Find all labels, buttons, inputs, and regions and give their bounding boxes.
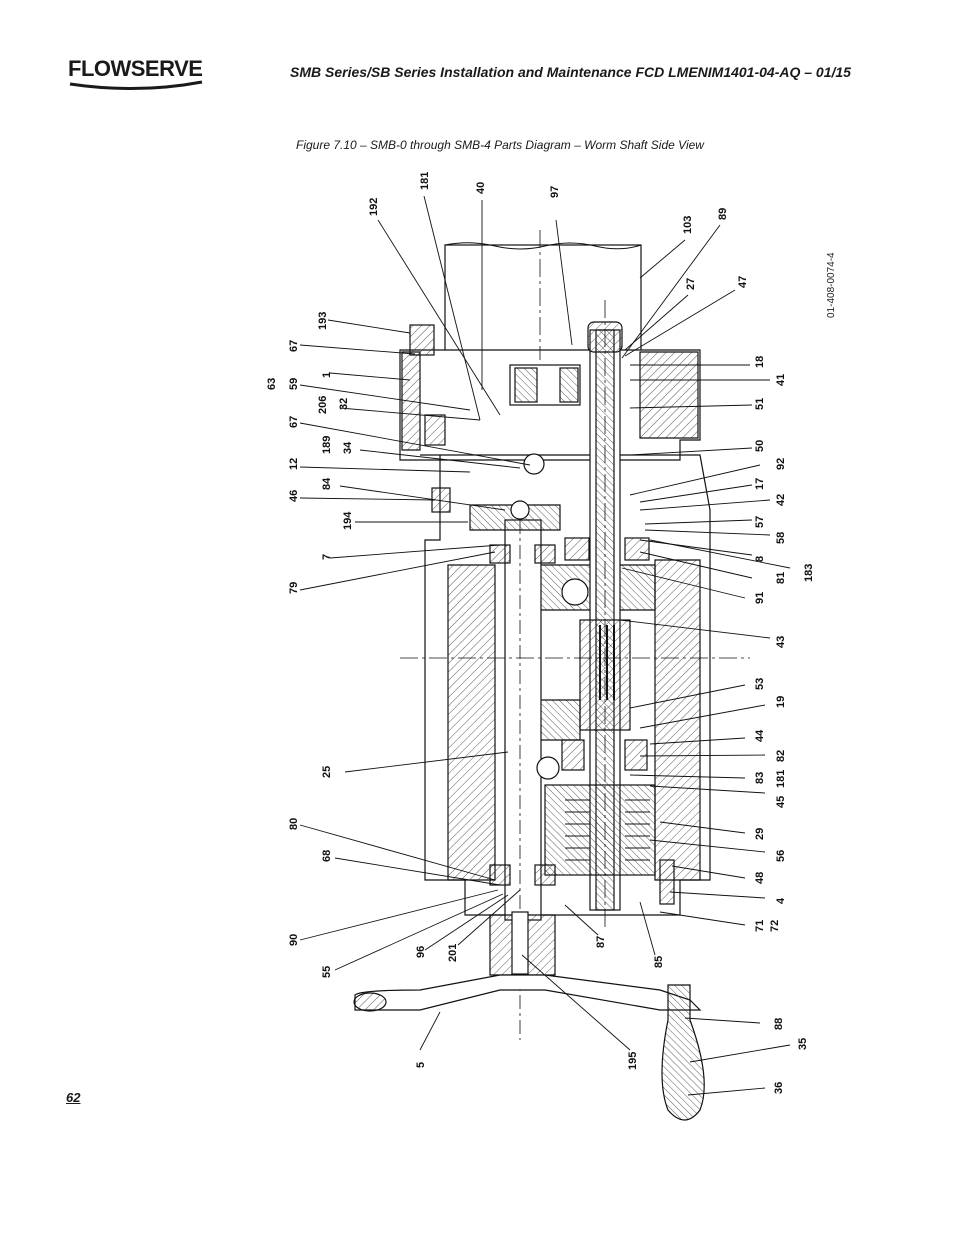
callout-label: 201 <box>447 944 459 962</box>
callout-label: 87 <box>595 936 607 948</box>
callout-label: 88 <box>773 1018 785 1030</box>
callout-label: 192 <box>368 198 380 216</box>
callout-label: 57 <box>754 516 766 528</box>
callout-label: 58 <box>775 532 787 544</box>
callout-label: 12 <box>288 458 300 470</box>
callout-label: 55 <box>321 966 333 978</box>
housing-drawing <box>353 230 750 1121</box>
callout-label: 48 <box>754 872 766 884</box>
callout-label: 25 <box>321 766 333 778</box>
callout-label: 81 <box>775 572 787 584</box>
callout-label: 59 <box>288 378 300 390</box>
callout-label: 43 <box>775 636 787 648</box>
callout-label: 71 <box>754 920 766 932</box>
callout-label: 89 <box>717 208 729 220</box>
callout-label: 189 <box>321 436 333 454</box>
callout-label: 40 <box>475 182 487 194</box>
callout-label: 181 <box>419 172 431 190</box>
callout-label: 103 <box>682 216 694 234</box>
callout-label: 7 <box>321 554 333 560</box>
figure-caption: Figure 7.10 – SMB-0 through SMB-4 Parts … <box>296 138 704 152</box>
page-number: 62 <box>66 1090 81 1105</box>
callout-label: 206 <box>317 396 329 414</box>
callout-label: 91 <box>754 592 766 604</box>
callout-label: 53 <box>754 678 766 690</box>
callout-label: 44 <box>754 729 766 742</box>
callout-label: 63 <box>266 378 278 390</box>
callout-label: 47 <box>737 276 749 288</box>
callout-label: 67 <box>288 340 300 352</box>
callout-label: 85 <box>653 956 665 968</box>
logo-swoosh-icon <box>69 80 203 91</box>
callout-label: 193 <box>317 312 329 330</box>
callout-label: 34 <box>342 441 354 454</box>
callout-label: 1 <box>321 372 333 378</box>
callout-label: 90 <box>288 934 300 946</box>
drawing-number: 01-408-0074-4 <box>826 252 837 318</box>
callout-label: 45 <box>775 796 787 808</box>
callout-label: 72 <box>769 920 781 932</box>
callout-label: 5 <box>415 1062 427 1068</box>
callout-label: 32 <box>338 398 350 410</box>
callout-label: 8 <box>754 556 766 562</box>
callout-label: 194 <box>342 511 354 530</box>
callout-label: 183 <box>803 564 815 582</box>
callout-label: 42 <box>775 494 787 506</box>
callout-label: 80 <box>288 818 300 830</box>
callout-label: 36 <box>773 1082 785 1094</box>
callout-label: 41 <box>775 374 787 386</box>
flowserve-logo: FLOWSERVE <box>68 56 208 96</box>
callout-label: 83 <box>754 772 766 784</box>
callout-label: 46 <box>288 490 300 502</box>
callout-label: 84 <box>321 477 333 490</box>
callout-label: 27 <box>685 278 697 290</box>
callout-label: 79 <box>288 582 300 594</box>
brand-name: FLOWSERVE <box>68 56 203 81</box>
callout-label: 4 <box>775 897 787 904</box>
callout-label: 19 <box>775 696 787 708</box>
callout-label: 96 <box>415 946 427 958</box>
callout-label: 195 <box>627 1052 639 1070</box>
document-header-title: SMB Series/SB Series Installation and Ma… <box>290 64 851 80</box>
callout-label: 17 <box>754 478 766 490</box>
leader-lines <box>299 195 791 1096</box>
callout-label: 35 <box>797 1038 809 1050</box>
callout-label: 50 <box>754 440 766 452</box>
callout-labels: 192 181 40 97 103 89 27 47 193 67 63 59 … <box>266 172 815 1094</box>
callout-label: 18 <box>754 356 766 368</box>
callout-label: 56 <box>775 850 787 862</box>
callout-label: 51 <box>754 398 766 410</box>
callout-label: 82 <box>775 750 787 762</box>
callout-label: 97 <box>549 186 561 198</box>
callout-label: 92 <box>775 458 787 470</box>
callout-label: 67 <box>288 416 300 428</box>
callout-label: 181 <box>775 770 787 788</box>
callout-label: 29 <box>754 828 766 840</box>
callout-label: 68 <box>321 850 333 862</box>
